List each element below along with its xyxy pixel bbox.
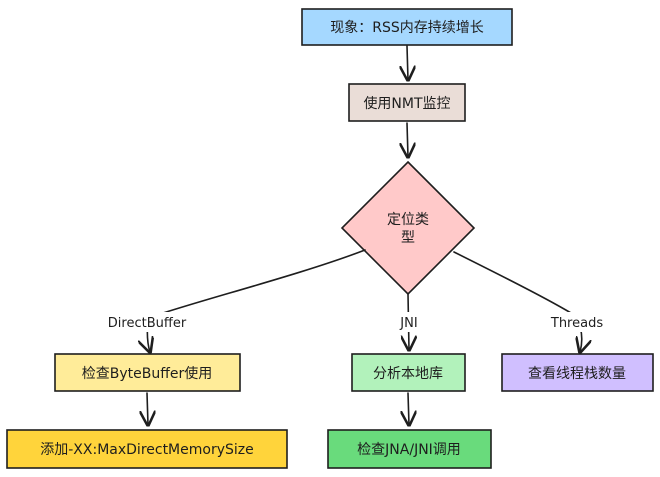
edge-label-jni: JNI xyxy=(392,312,426,332)
node-symptom[interactable]: 现象：RSS内存持续增长 xyxy=(301,8,513,46)
node-add-flag-box xyxy=(6,429,288,469)
edge-label-threads: Threads xyxy=(544,312,610,332)
node-check-threads-label: 查看线程栈数量 xyxy=(528,366,626,382)
node-check-bytebuffer[interactable]: 检查ByteBuffer使用 xyxy=(54,353,241,392)
node-add-flag[interactable]: 添加-XX:MaxDirectMemorySize xyxy=(6,429,288,469)
edge-bytebuffer-to-flag xyxy=(147,392,148,425)
node-check-threads[interactable]: 查看线程栈数量 xyxy=(501,353,654,392)
edge-label-threads-text: Threads xyxy=(550,316,603,331)
edge-label-jni-bg xyxy=(392,312,426,332)
edge-label-directbuffer: DirectBuffer xyxy=(98,312,196,332)
node-analyze-native-box xyxy=(351,353,466,392)
edge-label-threads-bg xyxy=(544,312,610,332)
node-locate-type-label-line1: 定位类 xyxy=(387,212,429,228)
node-check-threads-box xyxy=(501,353,654,392)
edge-label-directbuffer-text: DirectBuffer xyxy=(108,316,187,331)
edge-symptom-to-nmt xyxy=(407,45,408,80)
node-analyze-native-label: 分析本地库 xyxy=(373,366,443,382)
edge-label-directbuffer-bg xyxy=(98,312,196,332)
node-locate-type-label-line2: 型 xyxy=(401,230,415,246)
edge-native-to-jna xyxy=(408,392,409,425)
edge-decision-to-bytebuffer xyxy=(147,249,366,352)
edge-nmt-to-decision xyxy=(407,122,408,157)
node-add-flag-label: 添加-XX:MaxDirectMemorySize xyxy=(40,442,254,458)
edge-label-jni-text: JNI xyxy=(399,316,417,331)
node-analyze-native[interactable]: 分析本地库 xyxy=(351,353,466,392)
node-check-jna-box xyxy=(327,429,492,469)
node-check-bytebuffer-label: 检查ByteBuffer使用 xyxy=(82,365,212,382)
node-symptom-label: 现象：RSS内存持续增长 xyxy=(330,19,484,36)
node-nmt[interactable]: 使用NMT监控 xyxy=(348,83,466,122)
node-check-bytebuffer-box xyxy=(54,353,241,392)
node-nmt-label: 使用NMT监控 xyxy=(363,95,450,112)
node-locate-type-diamond xyxy=(340,160,476,296)
node-nmt-box xyxy=(348,83,466,122)
edge-decision-to-threads xyxy=(453,251,582,352)
node-check-jna-label: 检查JNA/JNI调用 xyxy=(357,442,461,458)
node-symptom-box xyxy=(301,8,513,46)
node-locate-type[interactable]: 定位类 型 xyxy=(340,160,476,296)
node-check-jna[interactable]: 检查JNA/JNI调用 xyxy=(327,429,492,469)
